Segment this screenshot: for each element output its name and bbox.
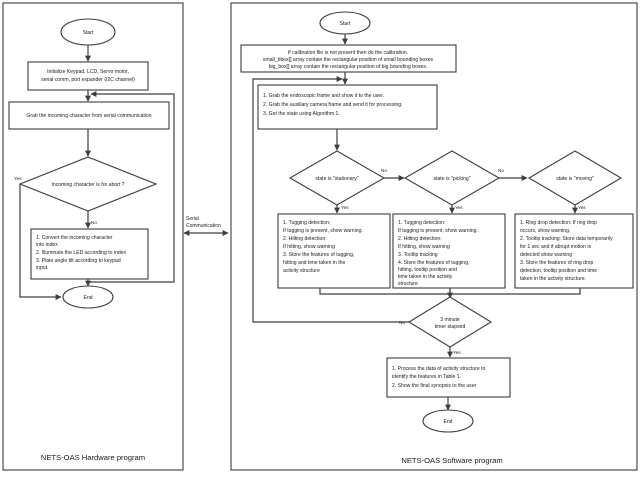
sw-action-moving-line-6: 3. Store the features of ring drop (520, 260, 594, 266)
hw-start-label: Start (83, 30, 94, 36)
software-panel-caption: NETS-OAS Software program (401, 456, 502, 465)
sw-summary-line-1: 1. Process the data of activity structur… (392, 366, 486, 372)
sw-action-stationary-node (277, 213, 391, 289)
sw-action-moving-line-8: taken in the activity structure. (520, 276, 586, 282)
sw-action-picking-line-8: time taken in the activity (398, 274, 453, 280)
serial-label-line2: Communication (186, 223, 221, 229)
hw-init-node (27, 61, 149, 91)
sw-edge-label-moving-yes: Yes (578, 205, 586, 210)
sw-action-picking-line-9: structure (398, 281, 418, 287)
sw-action-picking-line-7: hitting, tooltip position and (398, 267, 457, 273)
hw-edge-label-abort-yes: Yes (14, 176, 22, 181)
sw-capture-line3: 3. Get the state using Algorithm 1. (263, 111, 340, 117)
sw-decision-picking-label: state is "picking" (433, 176, 470, 182)
hw-edge-label-abort-no: No (91, 220, 97, 225)
serial-label-line1: Serial (186, 216, 199, 222)
sw-action-picking-line-6: 4. Store the features of tugging, (398, 260, 469, 266)
sw-edge-timer-no-loopback (252, 76, 409, 323)
hw-end-label: End (83, 295, 92, 301)
sw-end-label: End (443, 419, 452, 425)
sw-edge-label-stationary-yes: Yes (341, 205, 349, 210)
hw-actions-node (30, 228, 149, 280)
sw-action-stationary-line-3: 2. Hitting detection: (283, 236, 327, 242)
sw-calibration-line1: If calibration file is not present then … (288, 50, 408, 56)
sw-action-picking-line-5: 3. Tooltip tracking (398, 252, 438, 258)
hw-edge-loopback (88, 91, 175, 283)
hw-grab-label: Grab the incoming character from serial … (26, 113, 151, 119)
sw-summary-node (386, 357, 511, 398)
hw-action-line-3: 2. Illuminate the LED according to index (36, 250, 126, 256)
sw-action-moving-line-4: for 1 sec and if abrupt motion is (520, 244, 592, 250)
sw-action-picking-node (392, 213, 506, 289)
sw-calibration-line2: small_bbox[] array contain the rectangul… (263, 57, 434, 63)
hardware-panel-caption: NETS-OAS Hardware program (41, 453, 145, 462)
sw-edge-label-picking-no: No (498, 168, 504, 173)
sw-capture-line2: 2. Grab the auxiliary camera frame and s… (263, 102, 403, 108)
sw-capture-node (257, 84, 438, 130)
sw-action-moving-line-2: occurs, show warning. (520, 228, 570, 234)
hw-decision-abort-label: Incoming character is for abort ? (51, 182, 124, 188)
sw-action-stationary-line-5: 3. Store the features of tugging, (283, 252, 354, 258)
sw-action-moving-line-1: 1. Ring drop detection: If ring drop (520, 220, 597, 226)
sw-decision-moving-label: state is "moving" (556, 176, 594, 182)
sw-calibration-line3: big_box[] array contain the rectangular … (269, 64, 428, 70)
sw-action-stationary-line-7: activity structure (283, 268, 320, 274)
hw-init-line1: Initialize Keypad, LCD, Servo motor, (47, 69, 129, 75)
sw-summary-line-3: 2. Show the final synopsis to the user (392, 383, 477, 389)
hw-action-line-2: into index (36, 242, 58, 248)
sw-action-moving-node (514, 213, 634, 289)
sw-action-picking-line-2: If tugging is present, show warning. (398, 228, 478, 234)
hw-end-node (62, 285, 114, 309)
hw-edge-abort-yes (19, 184, 62, 300)
sw-action-stationary-line-4: If hitting, show warning (283, 244, 335, 250)
hw-grab-node (8, 101, 170, 130)
sw-calibration-node (240, 44, 457, 73)
hw-action-line-4: 3. Plate angle tilt according to keypad (36, 258, 121, 264)
sw-start-label: Start (340, 21, 351, 27)
sw-action-stationary-line-1: 1. Tugging detection: (283, 220, 330, 226)
sw-capture-line1: 1. Grab the endoscopic frame and show it… (263, 93, 384, 99)
sw-edge-label-timer-yes: Yes (453, 350, 461, 355)
sw-edge-merge-stationary (319, 288, 450, 295)
sw-decision-timer-line1: 3 minute (440, 317, 460, 323)
sw-action-stationary-line-6: hitting and time taken in the (283, 260, 345, 266)
sw-edge-label-stationary-no: No (381, 168, 387, 173)
sw-action-moving-line-3: 2. Tooltip tracking: Store data temporar… (520, 236, 613, 242)
sw-action-moving-line-5: detected show warning (520, 252, 572, 258)
sw-end-node (422, 409, 474, 433)
sw-action-moving-line-7: detection, tooltip position and time (520, 268, 597, 274)
sw-action-picking-line-3: 2. Hitting detection: (398, 236, 442, 242)
sw-decision-timer-line2: timer elapsed (435, 324, 466, 330)
sw-action-picking-line-4: If hitting, show warning (398, 244, 450, 250)
sw-edge-merge-moving (450, 288, 581, 295)
sw-decision-stationary-label: state is "stationary" (315, 176, 358, 182)
sw-summary-line-2: identify the features in Table 1. (392, 374, 461, 380)
hw-action-line-1: 1. Convert the incoming character (36, 235, 113, 241)
hw-action-line-5: input. (36, 265, 48, 271)
sw-action-stationary-line-2: If tugging is present, show warning. (283, 228, 363, 234)
hw-init-line2: serial comm, port expander (I2C channel) (41, 77, 135, 83)
sw-edge-label-picking-yes: Yes (455, 205, 463, 210)
sw-action-picking-line-1: 1. Tugging detection: (398, 220, 445, 226)
